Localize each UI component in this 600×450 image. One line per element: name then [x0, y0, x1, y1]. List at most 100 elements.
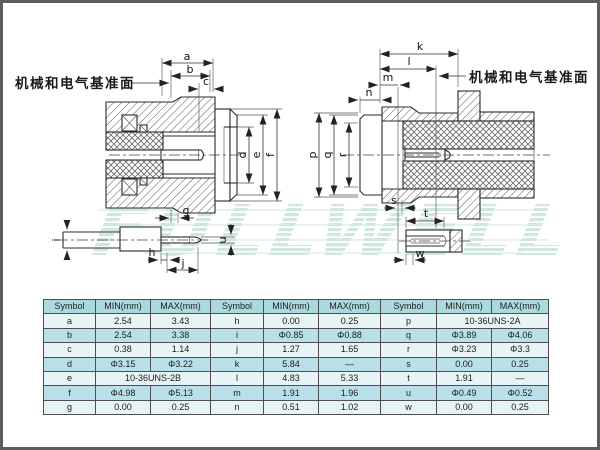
- table-cell: Φ0.88: [318, 327, 381, 344]
- right-connector-section: [343, 66, 550, 253]
- table-cell: 5.84: [263, 356, 319, 372]
- table-cell: j: [210, 342, 264, 358]
- table-cell: Φ3.23: [436, 342, 492, 358]
- table-cell: 1.91: [436, 370, 492, 387]
- dim-label-h: h: [149, 246, 156, 259]
- dim-label-c: c: [203, 75, 209, 88]
- table-cell: f: [43, 385, 96, 401]
- table-cell: s: [380, 356, 437, 372]
- dim-label-m: m: [383, 71, 394, 84]
- table-cell: 10-36UNS-2A: [436, 313, 549, 329]
- table-cell: b: [43, 327, 96, 344]
- table-cell: Φ3.3: [491, 342, 549, 358]
- table-cell: q: [380, 327, 437, 344]
- table-cell: k: [210, 356, 264, 372]
- table-cell: r: [380, 342, 437, 358]
- dim-label-f: f: [264, 152, 277, 157]
- table-cell: 3.38: [150, 327, 211, 344]
- dim-label-b: b: [187, 63, 194, 76]
- table-cell: 1.14: [150, 342, 211, 358]
- dim-label-d: d: [236, 152, 249, 159]
- table-cell: Φ0.52: [491, 385, 549, 401]
- table-cell: Φ5.13: [150, 385, 211, 401]
- table-cell: Φ3.15: [95, 356, 151, 372]
- table-cell: 1.27: [263, 342, 319, 358]
- table-cell: 3.43: [150, 313, 211, 329]
- table-cell: 4.83: [263, 370, 319, 387]
- table-cell: h: [210, 313, 264, 329]
- left-dimensions: a b c g d e f 机械和电气基准面: [15, 50, 282, 223]
- table-header-cell: MIN(mm): [95, 298, 151, 315]
- pin-detail: i u h j: [50, 220, 235, 274]
- table-header-cell: MAX(mm): [491, 298, 549, 315]
- table-cell: 0.00: [263, 313, 319, 329]
- table-cell: Φ0.49: [436, 385, 492, 401]
- table-cell: —: [491, 370, 549, 387]
- dim-label-q: q: [321, 152, 334, 159]
- dim-label-j: j: [180, 257, 184, 270]
- dim-label-n: n: [366, 86, 373, 99]
- dim-label-l: l: [407, 55, 410, 68]
- table-cell: 0.25: [318, 313, 381, 329]
- table-cell: 1.91: [263, 385, 319, 401]
- dim-label-i: i: [50, 238, 63, 241]
- table-cell: Φ0.85: [263, 327, 319, 344]
- table-cell: 1.02: [318, 399, 381, 416]
- table-header-cell: Symbol: [43, 298, 96, 315]
- dim-label-w: w: [416, 247, 425, 260]
- table-cell: 2.54: [95, 327, 151, 344]
- technical-drawing: FULLWELL: [15, 40, 589, 274]
- table-cell: c: [43, 342, 96, 358]
- table-header-cell: Symbol: [380, 298, 437, 315]
- table-cell: 0.00: [436, 356, 492, 372]
- table-cell: n: [210, 399, 264, 416]
- table-cell: w: [380, 399, 437, 416]
- table-header-cell: MIN(mm): [436, 298, 492, 315]
- table-cell: t: [380, 370, 437, 387]
- table-cell: e: [43, 370, 96, 387]
- table-cell: 5.33: [318, 370, 381, 387]
- dim-label-u: u: [216, 237, 229, 244]
- table-cell: 0.25: [491, 399, 549, 416]
- table-header-cell: MIN(mm): [263, 298, 319, 315]
- dim-label-t: t: [424, 207, 429, 220]
- datum-label-right: 机械和电气基准面: [469, 69, 589, 86]
- dim-label-r: r: [336, 152, 349, 157]
- table-cell: 10-36UNS-2B: [95, 370, 211, 387]
- left-connector-section: [105, 96, 245, 214]
- table-cell: Φ4.98: [95, 385, 151, 401]
- table-cell: l: [210, 370, 264, 387]
- dim-label-e: e: [250, 151, 263, 158]
- table-cell: 0.25: [150, 399, 211, 416]
- dim-label-s: s: [391, 194, 397, 207]
- table-cell: 1.65: [318, 342, 381, 358]
- socket-contact-detail: t w: [393, 207, 471, 265]
- table-cell: u: [380, 385, 437, 401]
- table-header-cell: Symbol: [210, 298, 264, 315]
- table-cell: 2.54: [95, 313, 151, 329]
- table-cell: —: [318, 356, 381, 372]
- table-cell: m: [210, 385, 264, 401]
- table-cell: 0.38: [95, 342, 151, 358]
- table-cell: 0.51: [263, 399, 319, 416]
- dim-label-a: a: [184, 50, 191, 63]
- table-cell: 0.00: [436, 399, 492, 416]
- table-cell: a: [43, 313, 96, 329]
- table-cell: g: [43, 399, 96, 416]
- table-header-cell: MAX(mm): [318, 298, 381, 315]
- dim-label-k: k: [417, 40, 424, 53]
- right-dimensions: k l m n p q r s 机械和电气基准面: [306, 40, 589, 213]
- table-cell: d: [43, 356, 96, 372]
- table-cell: Φ3.22: [150, 356, 211, 372]
- table-cell: Φ4.06: [491, 327, 549, 344]
- table-cell: 0.00: [95, 399, 151, 416]
